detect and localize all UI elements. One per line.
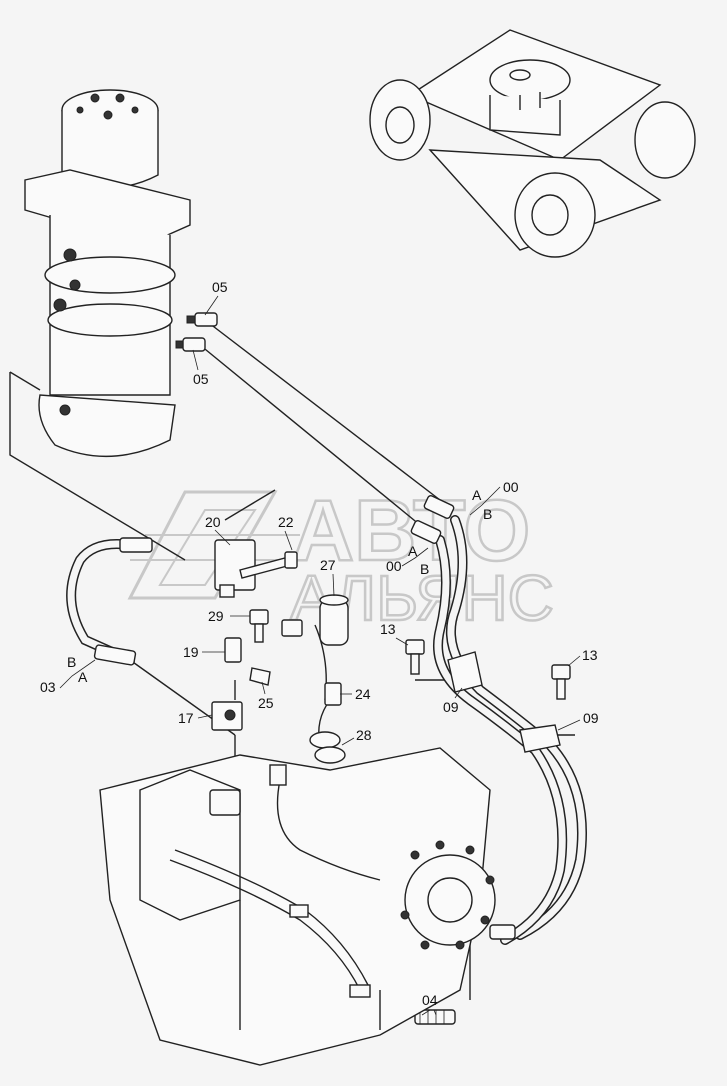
label-00-top: 00 bbox=[503, 479, 519, 495]
label-a-top: A bbox=[472, 487, 482, 503]
label-25: 25 bbox=[258, 695, 274, 711]
valve-block-17 bbox=[211, 701, 243, 731]
label-b-left: B bbox=[67, 654, 76, 670]
label-05-lower: 05 bbox=[193, 371, 209, 387]
bolt-22 bbox=[239, 551, 298, 579]
transmission bbox=[99, 747, 496, 1066]
label-17: 17 bbox=[178, 710, 194, 726]
label-b-top: B bbox=[483, 506, 492, 522]
sensor-19 bbox=[224, 637, 242, 663]
label-04: 04 bbox=[422, 992, 438, 1008]
label-03: 03 bbox=[40, 679, 56, 695]
label-13-left: 13 bbox=[380, 621, 396, 637]
filter-27 bbox=[319, 594, 349, 646]
elbow-fitting-upper bbox=[186, 312, 218, 327]
label-27: 27 bbox=[320, 557, 336, 573]
label-09-left: 09 bbox=[443, 699, 459, 715]
label-22: 22 bbox=[278, 514, 294, 530]
label-00-mid: 00 bbox=[386, 558, 402, 574]
label-13-right: 13 bbox=[582, 647, 598, 663]
connector-assembly bbox=[249, 619, 342, 706]
swivel-joint bbox=[24, 89, 191, 457]
bracket-09-left bbox=[447, 651, 483, 693]
label-b-mid: B bbox=[420, 561, 429, 577]
label-24: 24 bbox=[355, 686, 371, 702]
undercarriage bbox=[369, 29, 696, 258]
elbow-fitting-lower bbox=[175, 337, 206, 352]
bolt-13-right bbox=[551, 664, 571, 700]
bolt-29 bbox=[249, 609, 269, 643]
callouts: 05 05 00 A B A 00 B 20 22 27 29 13 13 19… bbox=[40, 279, 599, 1016]
label-a-left: A bbox=[78, 669, 88, 685]
bracket-09-right bbox=[519, 724, 561, 753]
label-28: 28 bbox=[356, 727, 372, 743]
clamps-28 bbox=[309, 731, 346, 764]
bolt-13-left bbox=[405, 639, 425, 675]
watermark-logo-icon bbox=[127, 490, 300, 600]
label-05-upper: 05 bbox=[212, 279, 228, 295]
label-09-right: 09 bbox=[583, 710, 599, 726]
hoses bbox=[66, 515, 587, 945]
label-19: 19 bbox=[183, 644, 199, 660]
label-29: 29 bbox=[208, 608, 224, 624]
label-a-mid: A bbox=[408, 543, 418, 559]
label-20: 20 bbox=[205, 514, 221, 530]
